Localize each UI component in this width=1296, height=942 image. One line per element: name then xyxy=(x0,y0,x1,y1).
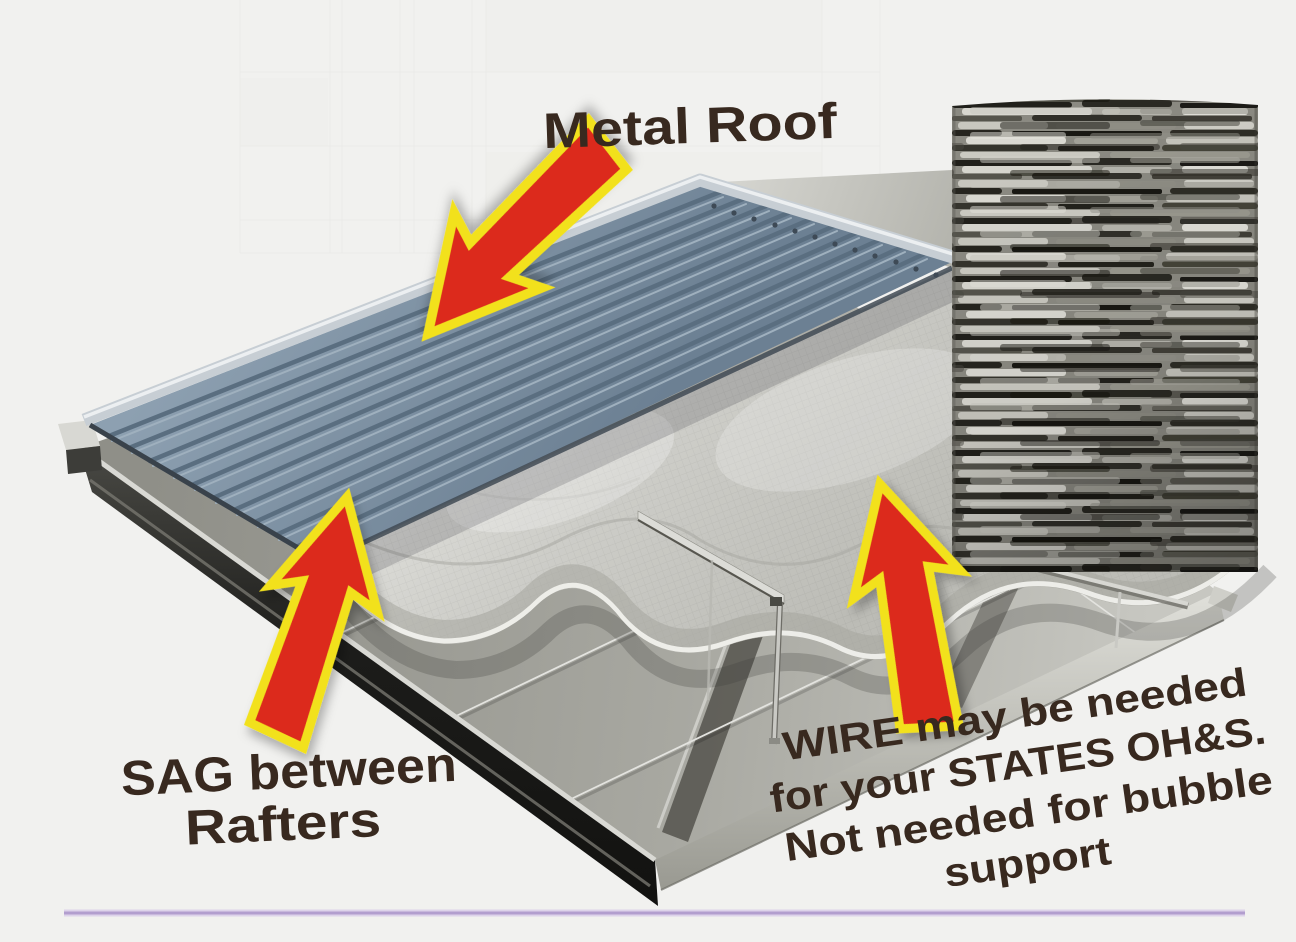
frame-end-cap xyxy=(1208,586,1238,612)
arrow-sag xyxy=(244,487,385,754)
label-metal-roof: Metal Roof xyxy=(542,93,838,159)
panel-shadow xyxy=(322,268,966,590)
corrugation-ribs xyxy=(106,189,928,553)
arrow-metal-roof xyxy=(421,113,633,342)
foil-shadow xyxy=(326,564,1277,695)
metal-roof-text: Metal Roof xyxy=(542,93,838,159)
sag-text-line2: Rafters xyxy=(184,793,382,855)
front-right-fascia xyxy=(655,592,1224,890)
front-left-fascia xyxy=(78,446,658,906)
arrow-wire xyxy=(846,474,972,734)
ridge-cap xyxy=(81,173,958,427)
foil-closeup-inset xyxy=(952,99,1258,573)
metal-roof-panel xyxy=(81,173,958,565)
roof-screws xyxy=(711,203,939,278)
